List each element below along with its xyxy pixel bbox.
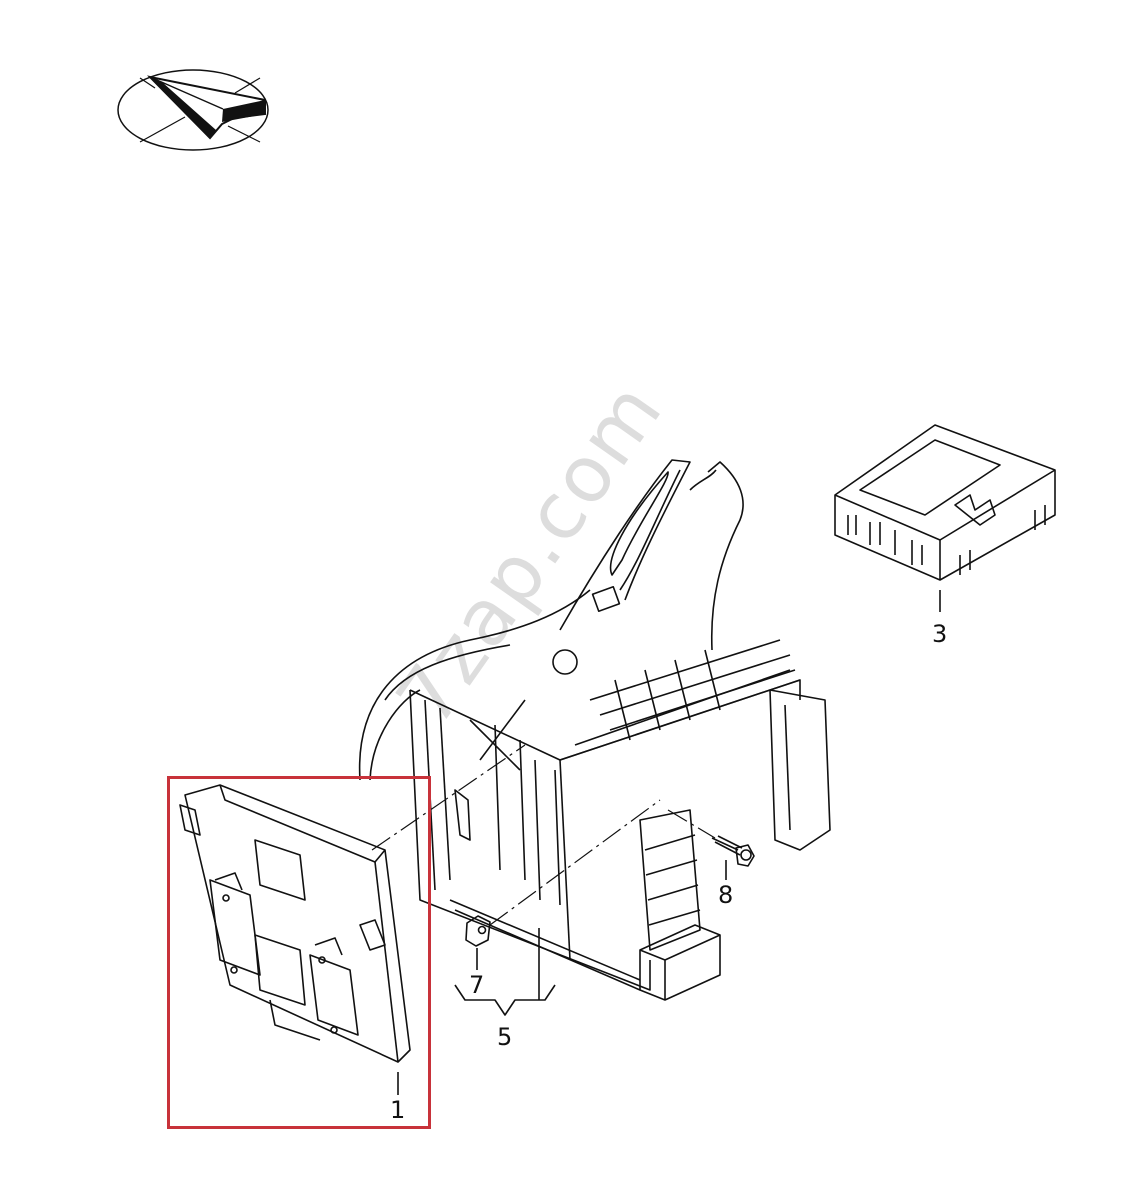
callout-1[interactable]: 1 <box>390 1096 406 1124</box>
callout-3[interactable]: 3 <box>932 620 948 648</box>
clip-nut-drawing <box>465 915 491 970</box>
callout-7[interactable]: 7 <box>469 971 485 999</box>
callout-8[interactable]: 8 <box>718 881 734 909</box>
direction-arrow-icon <box>117 69 269 151</box>
control-module-panel-drawing <box>179 784 411 1095</box>
assembly-lines <box>371 744 716 926</box>
mounting-bracket-drawing <box>358 459 831 1001</box>
small-control-unit-drawing <box>834 424 1056 612</box>
highlight-box-part-1 <box>167 776 431 1129</box>
callout-5[interactable]: 5 <box>497 1023 513 1051</box>
bracket-callout-brace <box>454 928 556 1016</box>
screw-drawing <box>711 835 755 880</box>
